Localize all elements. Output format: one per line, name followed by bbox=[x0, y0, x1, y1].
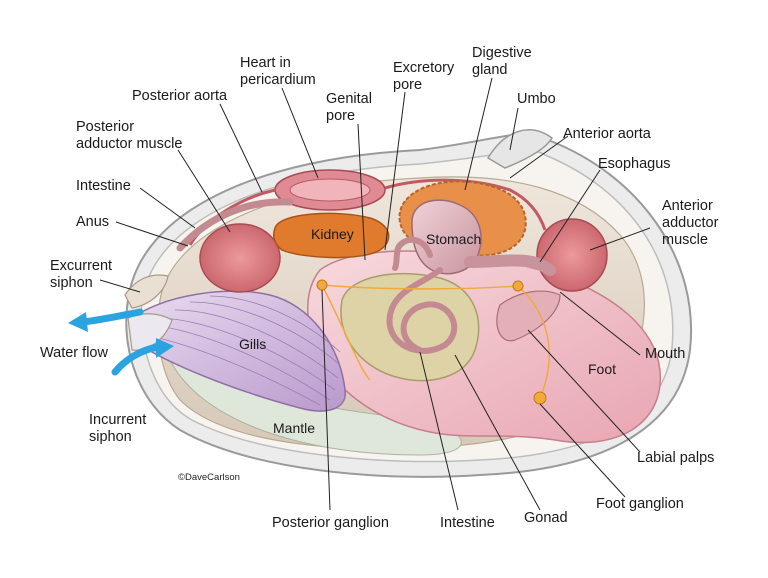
label-mouth: Mouth bbox=[645, 346, 685, 362]
label-anus: Anus bbox=[76, 214, 109, 230]
organ-labels: Kidney Stomach Gills Foot Mantle bbox=[239, 226, 616, 436]
excurrent-siphon bbox=[124, 274, 169, 309]
label-anterior-aorta: Anterior aorta bbox=[563, 126, 652, 142]
label-posterior-ganglion: Posterior ganglion bbox=[272, 515, 389, 531]
label-labial-palps: Labial palps bbox=[637, 450, 714, 466]
label-posterior-aorta: Posterior aorta bbox=[132, 88, 228, 104]
label-ant-adductor-line1: Anterior bbox=[662, 198, 713, 214]
gill-filaments bbox=[144, 295, 341, 406]
label-gonad: Gonad bbox=[524, 510, 568, 526]
credit: ©DaveCarlson bbox=[178, 472, 240, 483]
label-excretory-line1: Excretory bbox=[393, 60, 455, 76]
organ-label-gills: Gills bbox=[239, 336, 266, 352]
label-incurrent-line1: Incurrent bbox=[89, 412, 146, 428]
organ-label-kidney: Kidney bbox=[311, 226, 354, 242]
gonad bbox=[340, 272, 480, 382]
umbo bbox=[486, 129, 553, 169]
intestine-coils bbox=[386, 236, 458, 354]
esophagus bbox=[464, 254, 556, 276]
water-out-arrow bbox=[80, 308, 144, 326]
label-heart-line2: pericardium bbox=[240, 72, 316, 88]
label-excurrent-line2: siphon bbox=[50, 275, 93, 291]
labial-palps bbox=[496, 290, 561, 342]
anterior-adductor-muscle bbox=[536, 218, 608, 292]
label-umbo: Umbo bbox=[517, 91, 556, 107]
posterior-ganglion bbox=[316, 279, 328, 291]
cerebral-ganglion bbox=[512, 280, 524, 292]
organ-label-foot: Foot bbox=[588, 361, 616, 377]
label-post-adductor-line1: Posterior bbox=[76, 119, 134, 135]
label-ant-adductor-line3: muscle bbox=[662, 232, 708, 248]
label-digestive-line2: gland bbox=[472, 62, 507, 78]
label-esophagus: Esophagus bbox=[598, 156, 671, 172]
label-water-flow: Water flow bbox=[40, 345, 108, 361]
label-excurrent-line1: Excurrent bbox=[50, 258, 112, 274]
label-post-adductor-line2: adductor muscle bbox=[76, 136, 182, 152]
label-genital-line1: Genital bbox=[326, 91, 372, 107]
leader-lines bbox=[99, 77, 651, 511]
anterior-aorta-vessel bbox=[384, 178, 547, 231]
label-ant-adductor-line2: adductor bbox=[662, 215, 719, 231]
label-incurrent-line2: siphon bbox=[89, 429, 132, 445]
intestine-upper bbox=[176, 198, 294, 252]
label-excretory-line2: pore bbox=[393, 77, 422, 93]
foot-ganglion bbox=[533, 391, 547, 405]
water-out-arrowhead bbox=[68, 312, 88, 332]
heart bbox=[289, 178, 371, 202]
kidney bbox=[272, 212, 390, 259]
label-intestine-left: Intestine bbox=[76, 178, 131, 194]
nerve-cords bbox=[321, 284, 550, 399]
label-heart-line1: Heart in bbox=[240, 55, 291, 71]
label-genital-line2: pore bbox=[326, 108, 355, 124]
organ-label-stomach: Stomach bbox=[426, 231, 481, 247]
gills bbox=[129, 290, 346, 412]
label-foot-ganglion: Foot ganglion bbox=[596, 496, 684, 512]
labels: Heart in pericardium Digestive gland Exc… bbox=[40, 45, 719, 531]
label-intestine-bottom: Intestine bbox=[440, 515, 495, 531]
water-in-arrowhead bbox=[156, 338, 174, 358]
posterior-adductor-muscle bbox=[199, 223, 281, 293]
organ-label-mantle: Mantle bbox=[273, 420, 315, 436]
label-digestive-line1: Digestive bbox=[472, 45, 532, 61]
water-in-arrow bbox=[111, 343, 162, 376]
